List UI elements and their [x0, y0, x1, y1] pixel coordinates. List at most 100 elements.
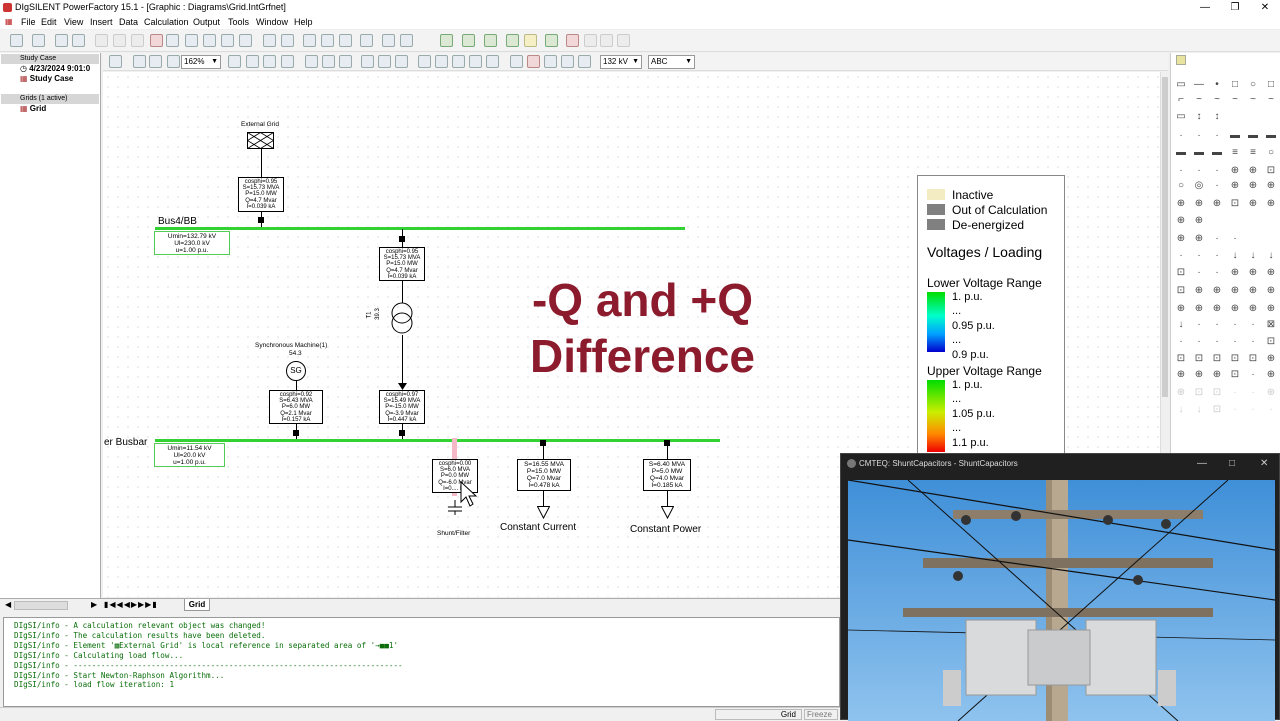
- palette-symbol-icon[interactable]: ▬: [1230, 130, 1240, 141]
- toolbar-button[interactable]: [382, 34, 395, 47]
- palette-symbol-icon[interactable]: ·: [1197, 336, 1201, 347]
- palette-symbol-icon[interactable]: •: [1215, 79, 1219, 90]
- toolbar-button[interactable]: [321, 34, 334, 47]
- palette-symbol-icon[interactable]: ⊕: [1212, 285, 1222, 296]
- video-window[interactable]: CMTEQ: ShuntCapacitors - ShuntCapacitors…: [840, 453, 1280, 721]
- palette-symbol-icon[interactable]: ⊕: [1194, 285, 1204, 296]
- palette-symbol-icon[interactable]: ·: [1215, 130, 1219, 141]
- toolbar-button[interactable]: [360, 34, 373, 47]
- scroll-thumb[interactable]: [1162, 77, 1168, 397]
- palette-symbol-icon[interactable]: ◎: [1194, 180, 1204, 191]
- menu-view[interactable]: View: [64, 17, 84, 27]
- external-grid-results[interactable]: cosphi=0.95 S=15.73 MVA P=15.0 MW Q=4.7 …: [238, 177, 284, 212]
- palette-symbol-icon[interactable]: ⊕: [1176, 215, 1186, 226]
- palette-symbol-icon[interactable]: ·: [1179, 250, 1183, 261]
- close-button[interactable]: ✕: [1260, 2, 1270, 13]
- palette-symbol-icon[interactable]: ·: [1233, 319, 1237, 330]
- palette-symbol-icon[interactable]: ⊕: [1194, 233, 1204, 244]
- scroll-left-icon[interactable]: ◀: [5, 600, 12, 609]
- palette-symbol-icon[interactable]: ·: [1215, 336, 1219, 347]
- palette-symbol-icon[interactable]: ⊕: [1176, 233, 1186, 244]
- voltage-select[interactable]: 132 kV▼: [600, 55, 642, 69]
- toolbar-button[interactable]: [95, 34, 108, 47]
- color-legend[interactable]: Inactive Out of Calculation De-energized…: [917, 175, 1065, 460]
- palette-symbol-icon[interactable]: ⊕: [1176, 387, 1186, 398]
- palette-symbol-icon[interactable]: ⊕: [1176, 198, 1186, 209]
- palette-symbol-icon[interactable]: ≡: [1232, 147, 1238, 158]
- palette-symbol-icon[interactable]: ⊡: [1176, 353, 1186, 364]
- palette-symbol-icon[interactable]: ⊕: [1248, 303, 1258, 314]
- palette-symbol-icon[interactable]: ~: [1250, 94, 1256, 105]
- palette-symbol-icon[interactable]: ·: [1233, 336, 1237, 347]
- menu-file[interactable]: File: [21, 17, 36, 27]
- t1-lv-results[interactable]: cosphi=0.97 S=15.49 MVA P=-15.0 MW Q=-3.…: [379, 390, 425, 424]
- stop-icon[interactable]: [617, 34, 630, 47]
- palette-symbol-icon[interactable]: ·: [1215, 250, 1219, 261]
- palette-symbol-icon[interactable]: ↓: [1196, 404, 1202, 415]
- bus4-results[interactable]: Umin=132.79 kV Ul=230.0 kV u=1.00 p.u.: [154, 231, 230, 255]
- external-grid-symbol[interactable]: [246, 132, 275, 149]
- breaker-node[interactable]: [293, 430, 299, 436]
- palette-symbol-icon[interactable]: ·: [1251, 336, 1255, 347]
- toolbar-button[interactable]: [339, 55, 352, 68]
- lv-busbar[interactable]: [155, 439, 720, 442]
- palette-symbol-icon[interactable]: ·: [1197, 130, 1201, 141]
- warning-icon[interactable]: [524, 34, 537, 47]
- palette-symbol-icon[interactable]: ⊕: [1212, 303, 1222, 314]
- palette-symbol-icon[interactable]: ⊕: [1212, 369, 1222, 380]
- cut-icon[interactable]: [544, 55, 557, 68]
- toolbar-button[interactable]: [484, 34, 497, 47]
- palette-symbol-icon[interactable]: ⊡: [1266, 336, 1276, 347]
- breaker-node[interactable]: [540, 440, 546, 446]
- toolbar-button[interactable]: [440, 34, 453, 47]
- palette-symbol-icon[interactable]: ⊕: [1194, 215, 1204, 226]
- palette-symbol-icon[interactable]: ▬: [1266, 130, 1276, 141]
- palette-toggle-icon[interactable]: [1176, 55, 1186, 65]
- palette-symbol-icon[interactable]: ·: [1215, 267, 1219, 278]
- toolbar-button[interactable]: [506, 34, 519, 47]
- toolbar-button[interactable]: [584, 34, 597, 47]
- capacitor-icon[interactable]: [448, 500, 462, 516]
- sigma-icon[interactable]: [435, 55, 448, 68]
- tab-grid[interactable]: Grid: [184, 599, 210, 611]
- menu-insert[interactable]: Insert: [90, 17, 113, 27]
- toolbar-button[interactable]: [281, 55, 294, 68]
- palette-symbol-icon[interactable]: ▬: [1194, 147, 1204, 158]
- palette-symbol-icon[interactable]: ↓: [1178, 404, 1184, 415]
- toolbar-button[interactable]: [263, 55, 276, 68]
- breaker-node[interactable]: [258, 217, 264, 223]
- palette-symbol-icon[interactable]: ⊡: [1212, 387, 1222, 398]
- palette-symbol-icon[interactable]: □: [1231, 79, 1239, 90]
- sm-results[interactable]: cosphi=0.92 S=6.43 MVA P=6.0 MW Q=2.1 Mv…: [269, 390, 323, 424]
- palette-symbol-icon[interactable]: ⊡: [1230, 369, 1240, 380]
- menu-data[interactable]: Data: [119, 17, 139, 27]
- delete-icon[interactable]: [527, 55, 540, 68]
- maximize-button[interactable]: ❐: [1230, 2, 1240, 13]
- toolbar-button[interactable]: [246, 55, 259, 68]
- load-arrow-icon[interactable]: [660, 506, 675, 520]
- play-icon[interactable]: [566, 34, 579, 47]
- palette-symbol-icon[interactable]: ·: [1179, 336, 1183, 347]
- toolbar-button[interactable]: [113, 34, 126, 47]
- toolbar-button[interactable]: [166, 34, 179, 47]
- palette-symbol-icon[interactable]: ·: [1197, 250, 1201, 261]
- palette-symbol-icon[interactable]: ↓: [1232, 250, 1238, 261]
- palette-symbol-icon[interactable]: ○: [1177, 180, 1185, 191]
- palette-symbol-icon[interactable]: ·: [1233, 387, 1237, 398]
- toolbar-button[interactable]: [263, 34, 276, 47]
- palette-symbol-icon[interactable]: ·: [1179, 165, 1183, 176]
- font-select[interactable]: ABC▼: [648, 55, 695, 69]
- palette-symbol-icon[interactable]: ⊕: [1266, 285, 1276, 296]
- palette-symbol-icon[interactable]: ·: [1215, 180, 1219, 191]
- palette-symbol-icon[interactable]: ⊕: [1266, 353, 1276, 364]
- palette-symbol-icon[interactable]: ⊠: [1266, 319, 1276, 330]
- palette-symbol-icon[interactable]: ⊡: [1266, 165, 1276, 176]
- palette-symbol-icon[interactable]: ⊕: [1194, 369, 1204, 380]
- toolbar-button[interactable]: [400, 34, 413, 47]
- zoom-icon[interactable]: [133, 55, 146, 68]
- load-cc-results[interactable]: S=16.55 MVA P=15.0 MW Q=7.0 Mvar I=0.478…: [517, 459, 571, 491]
- palette-symbol-icon[interactable]: ·: [1179, 130, 1183, 141]
- palette-symbol-icon[interactable]: ~: [1232, 94, 1238, 105]
- palette-symbol-icon[interactable]: ⊕: [1266, 180, 1276, 191]
- palette-symbol-icon[interactable]: ↕: [1196, 111, 1202, 122]
